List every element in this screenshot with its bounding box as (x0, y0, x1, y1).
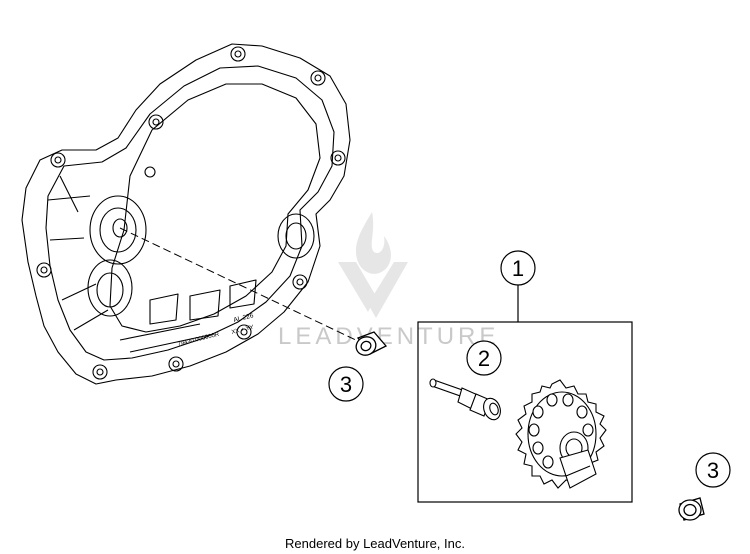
watermark-text: LEADVENTURE (278, 323, 499, 350)
casting-mark-partno: 79430.000000R (177, 332, 221, 348)
casting-mark-xxyy: XX + YY (231, 325, 255, 336)
callout-3-upper: 3 (328, 366, 364, 402)
callout-3-lower: 3 (695, 452, 731, 488)
render-credit: Rendered by LeadVenture, Inc. (285, 536, 465, 551)
svg-text:2: 2 (478, 346, 490, 371)
svg-text:1: 1 (512, 256, 524, 281)
clutch-cover (21, 43, 351, 385)
shaft-part (429, 378, 501, 421)
gear-part (515, 379, 607, 489)
svg-text:3: 3 (707, 458, 719, 483)
assembly-box (417, 321, 633, 503)
callout-1: 1 (500, 250, 536, 322)
bushing-part-upper (355, 331, 388, 356)
assembly-axis-line (119, 227, 361, 343)
svg-text:3: 3 (340, 372, 352, 397)
casting-mark-al: AL 226 (233, 312, 255, 324)
callout-2: 2 (466, 340, 502, 376)
bushing-part-lower (678, 497, 705, 521)
watermark-logo (338, 212, 408, 318)
